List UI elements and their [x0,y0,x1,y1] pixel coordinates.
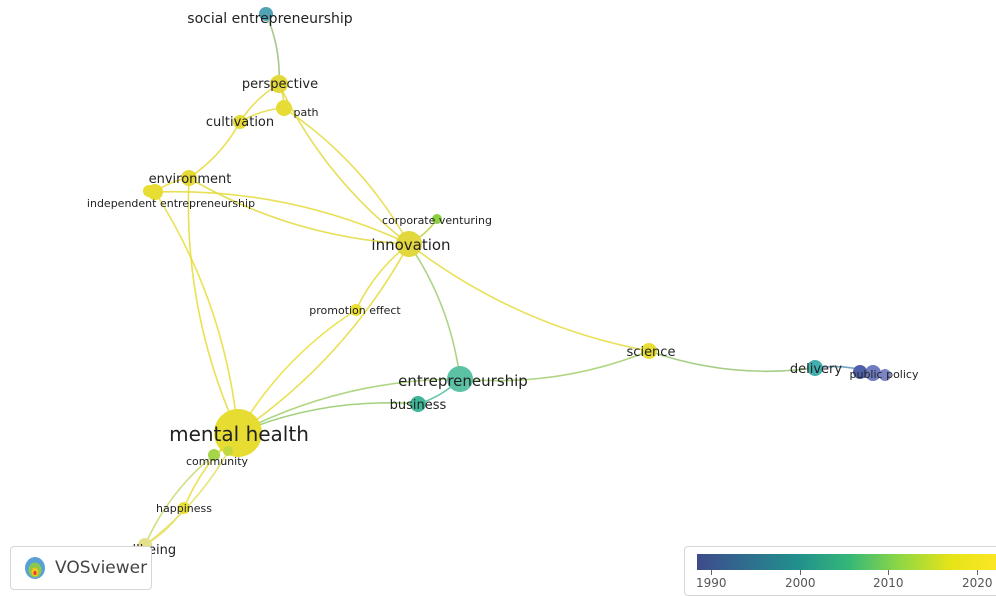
nodes-layer [138,7,891,552]
color-scale-bar [697,554,996,570]
node-independent-entrepreneurship-cluster-dot[interactable] [143,185,155,197]
legend-tick [711,570,712,575]
node-label-cultivation[interactable]: cultivation [206,115,274,130]
node-corporate-venturing[interactable] [432,214,442,224]
legend-tick [800,570,801,575]
vosviewer-logo-icon [25,557,45,579]
node-label-public-policy[interactable]: public policy [850,368,919,381]
edge-environment-mental_health [187,177,239,434]
edge-community-wellbeing [144,454,215,546]
node-cultivation[interactable] [233,115,247,129]
node-public-policy-cluster-dot[interactable] [879,369,891,381]
edge-science-entrepreneurship [459,350,650,382]
node-label-science[interactable]: science [627,345,676,360]
edge-innovation-science [408,243,650,352]
legend-tick-label: 2010 [873,576,904,590]
edge-promotion_effect-mental_health [237,309,357,434]
node-label-corporate-venturing[interactable]: corporate venturing [382,214,492,227]
node-label-happiness[interactable]: happiness [156,502,212,515]
node-delivery[interactable] [807,360,823,376]
node-label-innovation[interactable]: innovation [371,236,450,254]
node-science[interactable] [641,343,657,359]
edge-path-innovation [283,107,410,245]
node-label-independent-entrepreneurship[interactable]: independent entrepreneurship [87,197,255,210]
node-label-delivery[interactable]: delivery [790,362,843,377]
edge-cultivation-environment [188,121,241,179]
node-happiness[interactable] [178,502,190,514]
legend-tick-label: 2020 [962,576,993,590]
node-environment[interactable] [181,170,197,186]
node-public-policy[interactable] [865,365,881,381]
node-label-path[interactable]: path [293,106,318,119]
edge-innovation-mental_health [237,243,410,434]
legend-tick [977,570,978,575]
edges-layer [144,13,874,546]
node-label-promotion-effect[interactable]: promotion effect [309,304,401,317]
edge-independent_entrepreneurship-mental_health [154,191,239,434]
vosviewer-logo[interactable]: VOSviewer [10,546,152,590]
node-label-entrepreneurship[interactable]: entrepreneurship [398,372,528,390]
node-public-policy-cluster-dot[interactable] [853,365,867,379]
edge-environment-innovation [188,177,410,245]
legend-tick-label: 1990 [696,576,727,590]
node-label-community[interactable]: community [186,455,249,468]
edge-innovation-entrepreneurship [408,243,461,380]
node-label-business[interactable]: business [390,398,447,413]
node-community-cluster-dot[interactable] [223,446,233,456]
node-community[interactable] [208,449,220,461]
node-label-mental-health[interactable]: mental health [169,422,309,446]
node-label-perspective[interactable]: perspective [242,77,318,92]
node-promotion-effect[interactable] [350,304,362,316]
node-path[interactable] [276,100,292,116]
node-business[interactable] [410,396,426,412]
color-scale-legend: 1990 2000 2010 2020 [684,546,996,596]
edge-entrepreneurship-mental_health [237,378,461,434]
legend-tick [888,570,889,575]
node-entrepreneurship[interactable] [447,366,473,392]
node-social-entrepreneurship[interactable] [259,7,273,21]
node-innovation[interactable] [396,231,422,257]
node-perspective[interactable] [270,75,288,93]
legend-tick-label: 2000 [785,576,816,590]
edge-independent_entrepreneurship-innovation [154,190,410,245]
edge-science-delivery [648,350,816,373]
logo-text: VOSviewer [55,558,148,578]
node-mental-health[interactable] [214,409,262,457]
node-label-environment[interactable]: environment [149,172,232,187]
node-label-social-entrepreneurship[interactable]: social entrepreneurship [187,11,353,27]
